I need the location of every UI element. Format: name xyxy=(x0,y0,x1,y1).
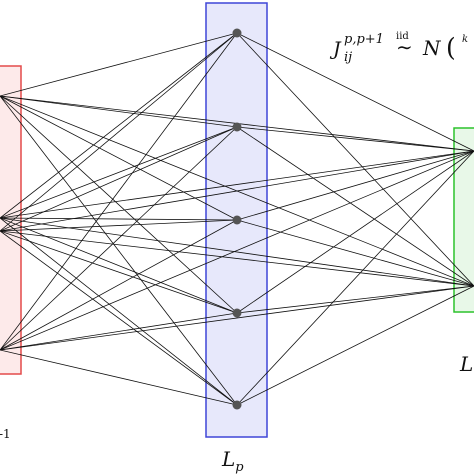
middle-layer-node-4 xyxy=(232,400,242,410)
edge-18 xyxy=(0,312,238,351)
formula-trailing-fragment: k xyxy=(462,34,468,45)
edge-33 xyxy=(0,217,474,287)
formula-tilde: ∼ xyxy=(396,35,413,59)
formula-subscript: ij xyxy=(344,50,352,65)
weight-distribution-formula: J p,p+1 ij iid ∼ N ( k xyxy=(329,31,468,65)
edge-28 xyxy=(236,150,474,406)
edge-23 xyxy=(236,126,474,287)
edge-1 xyxy=(0,95,238,128)
left-layer-label-fragment: -1 xyxy=(0,427,11,441)
edge-10 xyxy=(0,32,238,232)
formula-superscript: p,p+1 xyxy=(344,32,384,47)
left-layer-box xyxy=(0,65,22,375)
edge-26 xyxy=(236,150,474,314)
edge-16 xyxy=(0,126,238,351)
formula-open-parenthesis: ( xyxy=(446,33,456,62)
edge-20 xyxy=(236,32,474,152)
edge-0 xyxy=(0,32,238,97)
middle-layer-label-main: L xyxy=(221,447,235,471)
edge-25 xyxy=(236,219,474,287)
edge-36 xyxy=(0,150,474,351)
edge-5 xyxy=(0,32,238,219)
formula-normal-symbol: N xyxy=(422,36,442,60)
edge-3 xyxy=(0,95,238,314)
edge-6 xyxy=(0,126,238,219)
edge-19 xyxy=(0,349,238,406)
formula-symbol-j: J xyxy=(329,38,342,60)
edge-9 xyxy=(0,217,238,406)
right-layer-label-fragment: L xyxy=(459,352,473,376)
edge-8 xyxy=(0,217,238,314)
middle-layer-node-3 xyxy=(232,308,242,318)
edge-13 xyxy=(0,230,238,314)
middle-layer-node-2 xyxy=(232,215,242,225)
edge-11 xyxy=(0,126,238,232)
edge-7 xyxy=(0,217,238,221)
edge-15 xyxy=(0,32,238,351)
edge-24 xyxy=(236,150,474,221)
edge-14 xyxy=(0,230,238,406)
edge-12 xyxy=(0,219,238,232)
edge-17 xyxy=(0,219,238,351)
edge-29 xyxy=(236,285,474,406)
edge-4 xyxy=(0,95,238,406)
edge-2 xyxy=(0,95,238,221)
connection-edges xyxy=(0,32,474,406)
edge-34 xyxy=(0,150,474,232)
middle-layer-label: Lp xyxy=(221,447,244,474)
edge-35 xyxy=(0,230,474,287)
edge-21 xyxy=(236,32,474,287)
network-nodes xyxy=(232,28,242,410)
right-layer-box xyxy=(453,127,474,313)
edge-22 xyxy=(236,126,474,152)
formula-iid-label: iid xyxy=(396,31,409,42)
edge-27 xyxy=(236,285,474,314)
middle-layer-node-0 xyxy=(232,28,242,38)
edge-32 xyxy=(0,150,474,219)
edge-37 xyxy=(0,285,474,351)
middle-layer-node-1 xyxy=(232,122,242,132)
middle-layer-label-subscript: p xyxy=(235,460,244,474)
